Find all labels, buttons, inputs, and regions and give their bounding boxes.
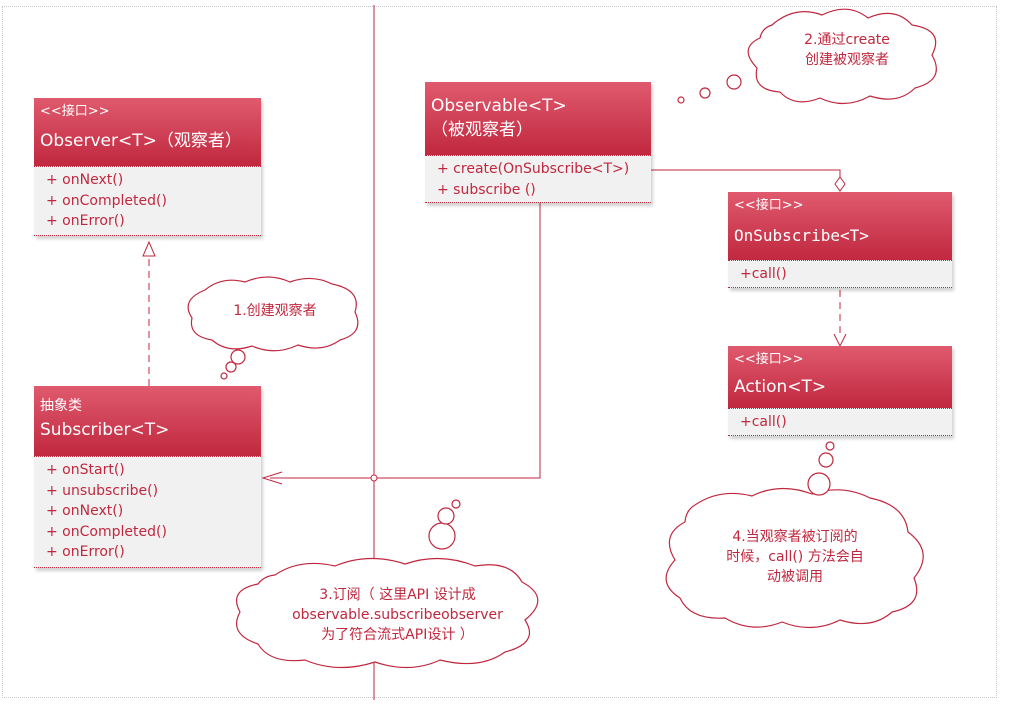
note-line: 4.当观察者被订阅的 xyxy=(732,529,858,545)
subscribe-association-line xyxy=(270,203,541,479)
observer-method: + onCompleted() xyxy=(46,192,167,209)
subscriber-method: + unsubscribe() xyxy=(46,482,159,499)
action-header: <<接口>> Action<T> xyxy=(728,346,952,408)
observer-method: + onNext() xyxy=(46,172,124,188)
cloud-create xyxy=(677,8,937,105)
action-stereotype: <<接口>> xyxy=(734,352,804,367)
aggregation-line xyxy=(651,169,841,177)
realization-open-arrowhead xyxy=(833,333,847,348)
subscriber-method: + onStart() xyxy=(46,462,125,478)
note-create-text: 2.通过create 创建被观察者 xyxy=(772,30,922,70)
observer-methods: + onNext() + onCompleted() + onError() xyxy=(34,166,261,236)
action-methods: +call() xyxy=(728,408,952,436)
cloud-observer-create xyxy=(187,276,359,380)
note-line: 2.通过create xyxy=(804,32,890,48)
note-line: observable.subscribeobserver xyxy=(292,607,503,623)
cloud-subscribe xyxy=(236,499,539,669)
onsubscribe-methods: +call() xyxy=(728,260,952,288)
observable-methods: + create(OnSubscribe<T>) + subscribe () xyxy=(425,155,651,203)
aggregation-diamond xyxy=(834,176,846,192)
observer-name: Observer<T>（观察者） xyxy=(40,131,242,151)
note-line: 动被调用 xyxy=(767,569,823,585)
note-call-text: 4.当观察者被订阅的 时候，call() 方法会自 动被调用 xyxy=(700,527,890,587)
onsubscribe-method: +call() xyxy=(740,266,787,282)
observable-method: + create(OnSubscribe<T>) xyxy=(437,161,630,177)
subscriber-method: + onNext() xyxy=(46,503,124,519)
line-crossing xyxy=(370,474,378,482)
observer-stereotype: <<接口>> xyxy=(40,104,110,119)
diagram-frame xyxy=(2,6,997,698)
subscriber-method: + onCompleted() xyxy=(46,523,167,540)
note-observer-create-text: 1.创建观察者 xyxy=(200,301,350,321)
observable-name-subtitle: （被观察者） xyxy=(431,120,533,140)
subscribe-arrowhead xyxy=(261,471,283,485)
observer-method: + onError() xyxy=(46,213,125,229)
subscriber-class: 抽象类 Subscriber<T> + onStart() + unsubscr… xyxy=(34,386,261,568)
realization-arrowhead xyxy=(142,240,156,257)
note-line: 为了符合流式API设计 ） xyxy=(321,627,474,643)
onsubscribe-name: OnSubscribe<T> xyxy=(734,226,869,245)
onsubscribe-header: <<接口>> OnSubscribe<T> xyxy=(728,192,952,260)
observable-header: Observable<T> （被观察者） xyxy=(425,82,651,155)
subscriber-stereotype: 抽象类 xyxy=(40,398,82,414)
subscriber-method: + onError() xyxy=(46,544,125,560)
onsubscribe-class: <<接口>> OnSubscribe<T> +call() xyxy=(728,192,952,288)
note-subscribe-text: 3.订阅（ 这里API 设计成 observable.subscribeobse… xyxy=(265,585,530,645)
observer-header: <<接口>> Observer<T>（观察者） xyxy=(34,98,261,166)
onsubscribe-stereotype: <<接口>> xyxy=(734,198,804,213)
observable-name: Observable<T> xyxy=(431,96,567,116)
observable-class: Observable<T> （被观察者） + create(OnSubscrib… xyxy=(425,82,651,203)
subscriber-name: Subscriber<T> xyxy=(40,420,170,440)
observable-method: + subscribe () xyxy=(437,181,536,198)
subscriber-header: 抽象类 Subscriber<T> xyxy=(34,386,261,456)
action-name: Action<T> xyxy=(734,377,827,397)
action-class: <<接口>> Action<T> +call() xyxy=(728,346,952,436)
observer-class: <<接口>> Observer<T>（观察者） + onNext() + onC… xyxy=(34,98,261,236)
cloud-call xyxy=(665,441,924,629)
note-line: 1.创建观察者 xyxy=(233,303,317,319)
subscriber-methods: + onStart() + unsubscribe() + onNext() +… xyxy=(34,456,261,568)
note-line: 时候，call() 方法会自 xyxy=(726,549,864,565)
note-line: 3.订阅（ 这里API 设计成 xyxy=(319,587,476,603)
note-line: 创建被观察者 xyxy=(805,52,889,68)
action-method: +call() xyxy=(740,414,787,430)
